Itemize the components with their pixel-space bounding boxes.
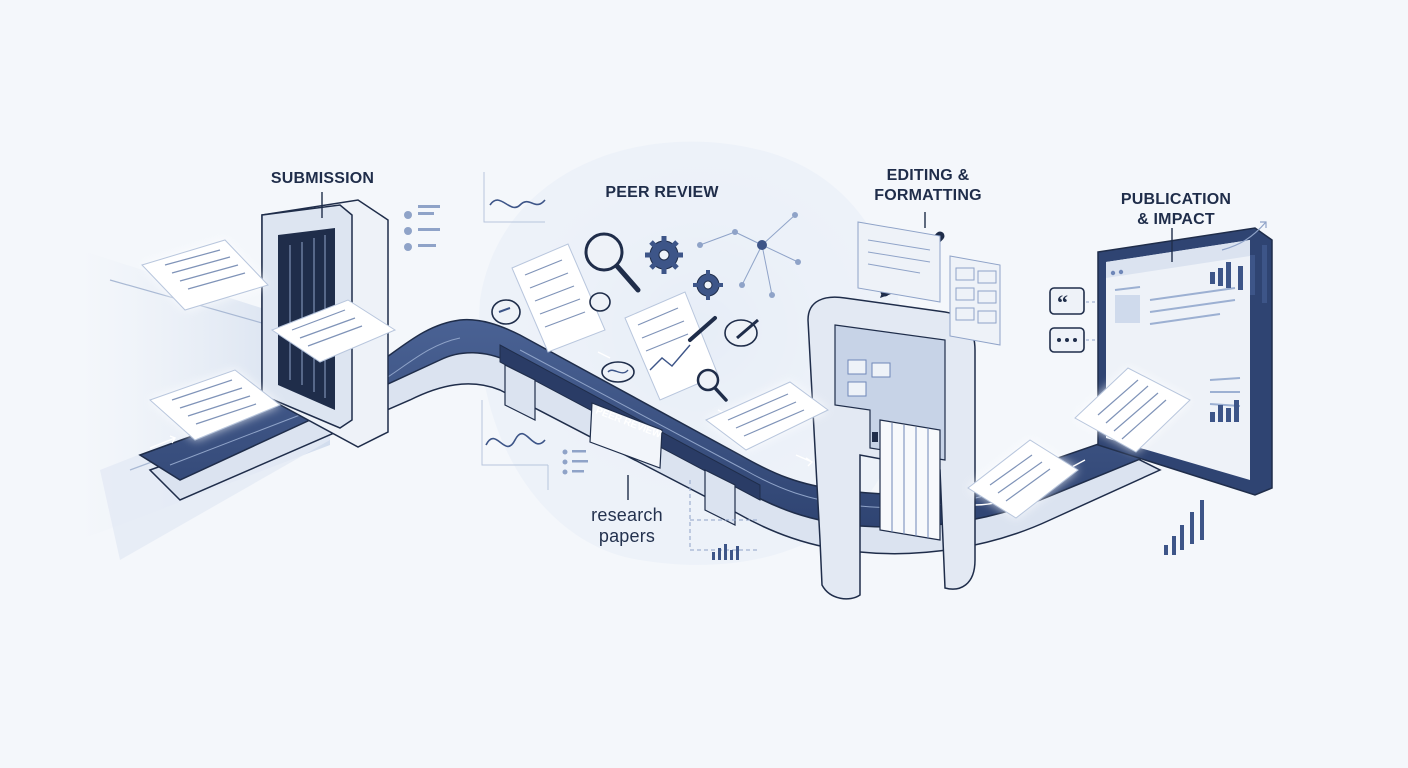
lower-list-icon: [562, 449, 588, 475]
decorations: “: [404, 172, 1267, 560]
paper-4: [511, 243, 606, 353]
line-chart-icon: [483, 172, 546, 223]
stage-label-line: FORMATTING: [874, 187, 982, 204]
stage-label-line: SUBMISSION: [270, 170, 375, 187]
stage-label-submission: SUBMISSION: [255, 169, 390, 189]
quote-bubble-icon: “: [1049, 287, 1096, 353]
dashed-chart-icon: [689, 480, 760, 560]
wave-chart-icon: [481, 400, 549, 490]
gear-small-icon: [693, 270, 723, 300]
paper-3: [270, 299, 397, 363]
stage-label-line: & IMPACT: [1137, 211, 1215, 228]
comment-bubble-icon: [491, 292, 759, 383]
callout-line: research: [591, 505, 663, 525]
svg-text:“: “: [1057, 290, 1068, 315]
gear-icon: [645, 236, 683, 274]
papers: [141, 239, 1191, 519]
paper-7: [967, 439, 1079, 519]
layout-sheet-icon: [857, 221, 1001, 346]
list-icon: [404, 205, 440, 251]
stage-label-line: EDITING &: [886, 167, 970, 184]
stage-label-publication: PUBLICATION & IMPACT: [1106, 190, 1246, 230]
stage-label-line: PUBLICATION: [1120, 191, 1232, 208]
stage-label-line: PEER REVIEW: [605, 184, 719, 201]
network-graph-icon: [697, 212, 801, 298]
paper-6: [705, 381, 829, 451]
small-bar-chart-icon: [1164, 500, 1204, 555]
belt-label-tag: [589, 402, 663, 469]
callout-line: papers: [598, 526, 656, 546]
pen-icon: [688, 316, 717, 342]
editing-portal: [807, 212, 976, 600]
small-magnifier-icon: [696, 368, 728, 402]
paper-1: [141, 239, 269, 311]
paper-8: [1074, 367, 1191, 453]
paper-2: [149, 369, 281, 441]
impact-bar-chart-icon: [1210, 221, 1267, 303]
magnifier-icon: [584, 232, 641, 293]
research-papers-callout: research papers: [574, 505, 680, 547]
stage-label-peer-review: PEER REVIEW: [592, 183, 732, 203]
stage-label-editing: EDITING & FORMATTING: [862, 166, 994, 206]
